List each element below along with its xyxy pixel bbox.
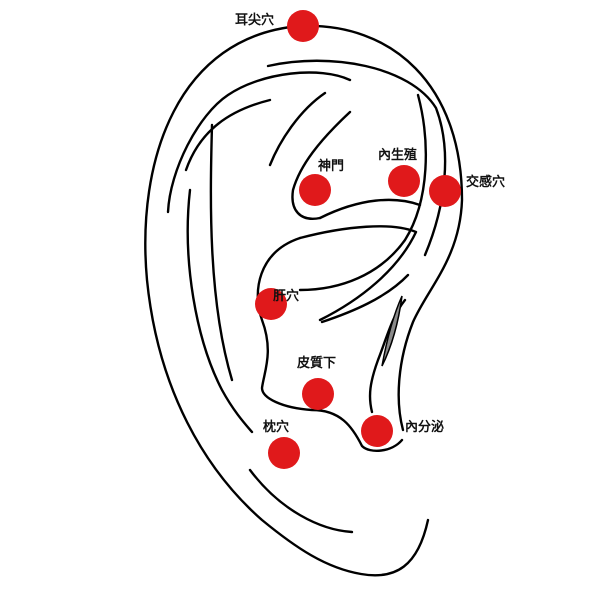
shenmen-point: [299, 174, 331, 206]
ear-apex-label: 耳尖穴: [235, 12, 274, 28]
liver-point: [255, 288, 287, 320]
occiput-label: 枕穴: [263, 419, 289, 435]
concha-shadow: [381, 295, 403, 367]
liver-label: 肝穴: [273, 288, 299, 304]
internal-genitals-point: [388, 165, 420, 197]
sympathetic-point: [429, 175, 461, 207]
occiput-point: [268, 437, 300, 469]
subcortex-label: 皮質下: [296, 355, 336, 371]
sympathetic-label: 交感穴: [466, 174, 505, 190]
subcortex-point: [302, 378, 334, 410]
shenmen-label: 神門: [318, 158, 344, 174]
ear-outline: [144, 24, 464, 577]
endocrine-label: 內分泌: [405, 419, 444, 435]
endocrine-point: [361, 415, 393, 447]
internal-genitals-label: 內生殖: [378, 147, 417, 163]
ear-apex-point: [287, 10, 319, 42]
